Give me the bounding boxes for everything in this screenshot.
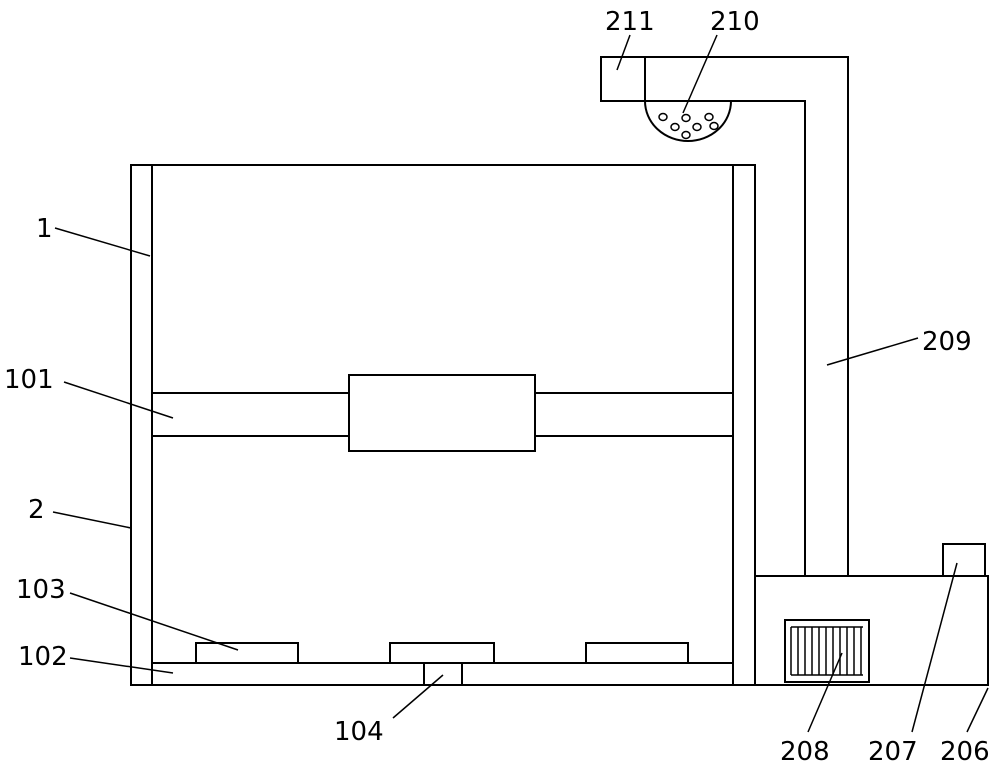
label-208: 208: [780, 737, 830, 767]
bottom-block: [423, 662, 463, 686]
label-206: 206: [940, 737, 990, 767]
reference-labels: 1 101 2 103 102 104 208 207 206 209 210 …: [4, 7, 990, 767]
label-2: 2: [28, 495, 45, 525]
crossbeam: [151, 374, 734, 452]
right-wall: [732, 164, 756, 686]
pads: [195, 642, 689, 664]
label-211: 211: [605, 7, 655, 37]
label-104: 104: [334, 717, 384, 747]
pipe: [645, 56, 849, 576]
label-209: 209: [922, 327, 972, 357]
label-101: 101: [4, 365, 54, 395]
label-1: 1: [36, 214, 53, 244]
switch-box: [942, 543, 986, 577]
label-103: 103: [16, 575, 66, 605]
main-frame: [130, 164, 988, 686]
center-block: [348, 374, 536, 452]
label-207: 207: [868, 737, 918, 767]
left-wall: [130, 164, 153, 686]
label-102: 102: [18, 642, 68, 672]
right-housing: [754, 543, 989, 686]
fan-grille: [784, 619, 870, 683]
pipe-cap: [600, 56, 646, 102]
leader-lines: [52, 34, 989, 733]
nozzle: [644, 100, 732, 142]
label-210: 210: [710, 7, 760, 37]
